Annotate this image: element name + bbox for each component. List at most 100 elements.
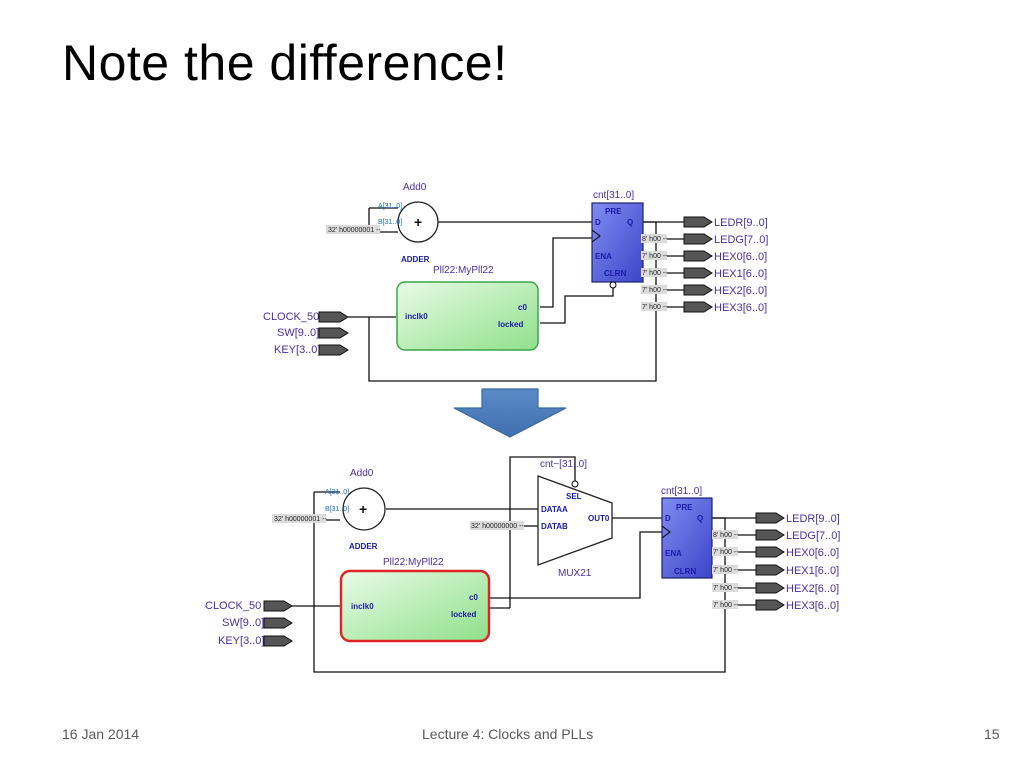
bottom-out-const: 7' h00 -- [713,602,739,609]
bottom-out-const: 8' h00 -- [713,532,739,539]
bottom-out-const: 7' h00 -- [713,567,739,574]
bottom-output-label: HEX2[6..0] [786,583,839,595]
bottom-mux-dataa: DATAA [541,505,568,514]
bottom-output-pin-shape [755,564,785,576]
top-schematic: + Add0 ADDER A[31..0] B[31..0] 32' h0000… [263,182,768,382]
top-output-pins: LEDR[9..0] LEDG[7..0] HEX0[6..0] HEX1[6.… [641,216,768,314]
bottom-input-pin-shape [263,600,293,612]
top-adder-port-a: A[31..0] [378,203,402,210]
top-out-const: 7' h00 -- [642,287,668,294]
bottom-adder-name: Add0 [350,468,374,479]
bottom-input-label: KEY[3..0] [218,635,264,647]
bottom-out-const-box [712,530,738,539]
bottom-mux-name: cnt~[31..0] [540,459,587,470]
bottom-mux-symbol [537,475,613,566]
bottom-input-label: SW[9..0] [222,617,264,629]
bottom-mux-const: 32' h00000000 -- [471,523,524,530]
bottom-output-pin-shape [755,546,785,558]
bottom-register-block [661,497,713,579]
bottom-out-const-box [712,583,738,592]
top-register-block [591,202,644,283]
top-output-label: LEDG[7..0] [714,234,768,246]
top-output-pin-shape [683,267,713,279]
top-pll-inclk: inclk0 [405,312,428,321]
top-out-const: 7' h00 -- [642,253,668,260]
top-reg-clrn-bubble [609,281,617,289]
top-out-const-box [641,285,667,294]
bottom-reg-ena: ENA [665,549,682,558]
top-input-pin-shape [318,311,349,323]
top-output-pin-shape [683,250,713,262]
top-const-box [326,225,380,234]
bottom-output-label: LEDG[7..0] [786,530,840,542]
bottom-output-pin-shape [755,512,785,524]
bottom-reg-clock-mark [661,525,671,539]
top-reg-ena: ENA [595,252,612,261]
top-reg-name: cnt[31..0] [593,190,634,201]
top-output-pin-shape [683,233,713,245]
top-adder-port-b: B[31..0] [378,219,402,226]
bottom-adder-type: ADDER [349,542,378,551]
bottom-output-pin-shape [755,582,785,594]
bottom-reg-d: D [665,514,671,523]
top-reg-d: D [595,218,601,227]
bottom-reg-clrn: CLRN [674,567,696,576]
bottom-pll-locked: locked [451,610,476,619]
top-const-label: 32' h00000001 -- [328,227,381,234]
top-reg-clock-mark [591,229,601,243]
top-output-label: LEDR[9..0] [714,217,768,229]
top-adder-plus: + [414,214,422,230]
top-reg-pre: PRE [605,207,622,216]
top-output-pin-shape [683,284,713,296]
bottom-input-pin-shape [263,635,293,647]
top-adder-symbol [397,201,439,243]
bottom-adder-port-b: B[31..0] [325,506,349,513]
bottom-pll-block [339,569,491,643]
bottom-wires [292,456,756,673]
bottom-adder-symbol [342,487,386,531]
slide-title: Note the difference! [62,35,508,91]
top-pll-block [396,281,539,351]
bottom-reg-name: cnt[31..0] [661,486,702,497]
top-output-label: HEX2[6..0] [714,285,767,297]
bottom-output-pin-shape [755,529,785,541]
bottom-out-const: 7' h00 -- [713,585,739,592]
bottom-pll-c0: c0 [469,593,478,602]
top-out-const-box [641,234,667,243]
bottom-mux-datab: DATAB [541,522,568,531]
bottom-out-const-box [712,600,738,609]
bottom-output-label: LEDR[9..0] [786,513,840,525]
bottom-mux-type: MUX21 [558,568,592,579]
footer-date: 16 Jan 2014 [62,726,140,742]
top-input-label: KEY[3..0] [274,344,320,356]
top-input-label: SW[9..0] [277,327,319,339]
top-pll-c0: c0 [518,303,527,312]
top-output-pin-shape [683,216,713,228]
top-reg-q: Q [627,218,633,227]
bottom-output-pins: LEDR[9..0] LEDG[7..0] HEX0[6..0] HEX1[6.… [712,512,840,612]
top-pll-locked: locked [498,320,523,329]
bottom-out-const-box [712,547,738,556]
bottom-adder-plus: + [359,501,367,517]
top-adder-name: Add0 [403,182,427,193]
bottom-schematic: + Add0 ADDER A[31..0] B[31..0] 32' h0000… [205,456,840,673]
bottom-input-pins: CLOCK_50 SW[9..0] KEY[3..0] [205,600,293,647]
top-output-label: HEX0[6..0] [714,251,767,263]
bottom-output-pin-shape [755,599,785,611]
top-out-const: 7' h00 -- [642,304,668,311]
bottom-pll-name: Pll22:MyPll22 [383,557,444,568]
bottom-input-label: CLOCK_50 [205,600,261,612]
bottom-mux-const-box [470,521,524,530]
top-output-label: HEX3[6..0] [714,302,767,314]
bottom-output-label: HEX0[6..0] [786,547,839,559]
top-input-pin-shape [318,344,349,356]
bottom-const-box [272,514,326,523]
top-out-const: 8' h00 -- [642,236,668,243]
bottom-mux-sel-bubble [571,480,579,488]
bottom-mux-sel: SEL [566,492,582,501]
top-adder-type: ADDER [401,255,430,264]
bottom-output-label: HEX1[6..0] [786,565,839,577]
top-reg-clrn: CLRN [604,269,626,278]
down-arrow-icon [453,388,567,438]
